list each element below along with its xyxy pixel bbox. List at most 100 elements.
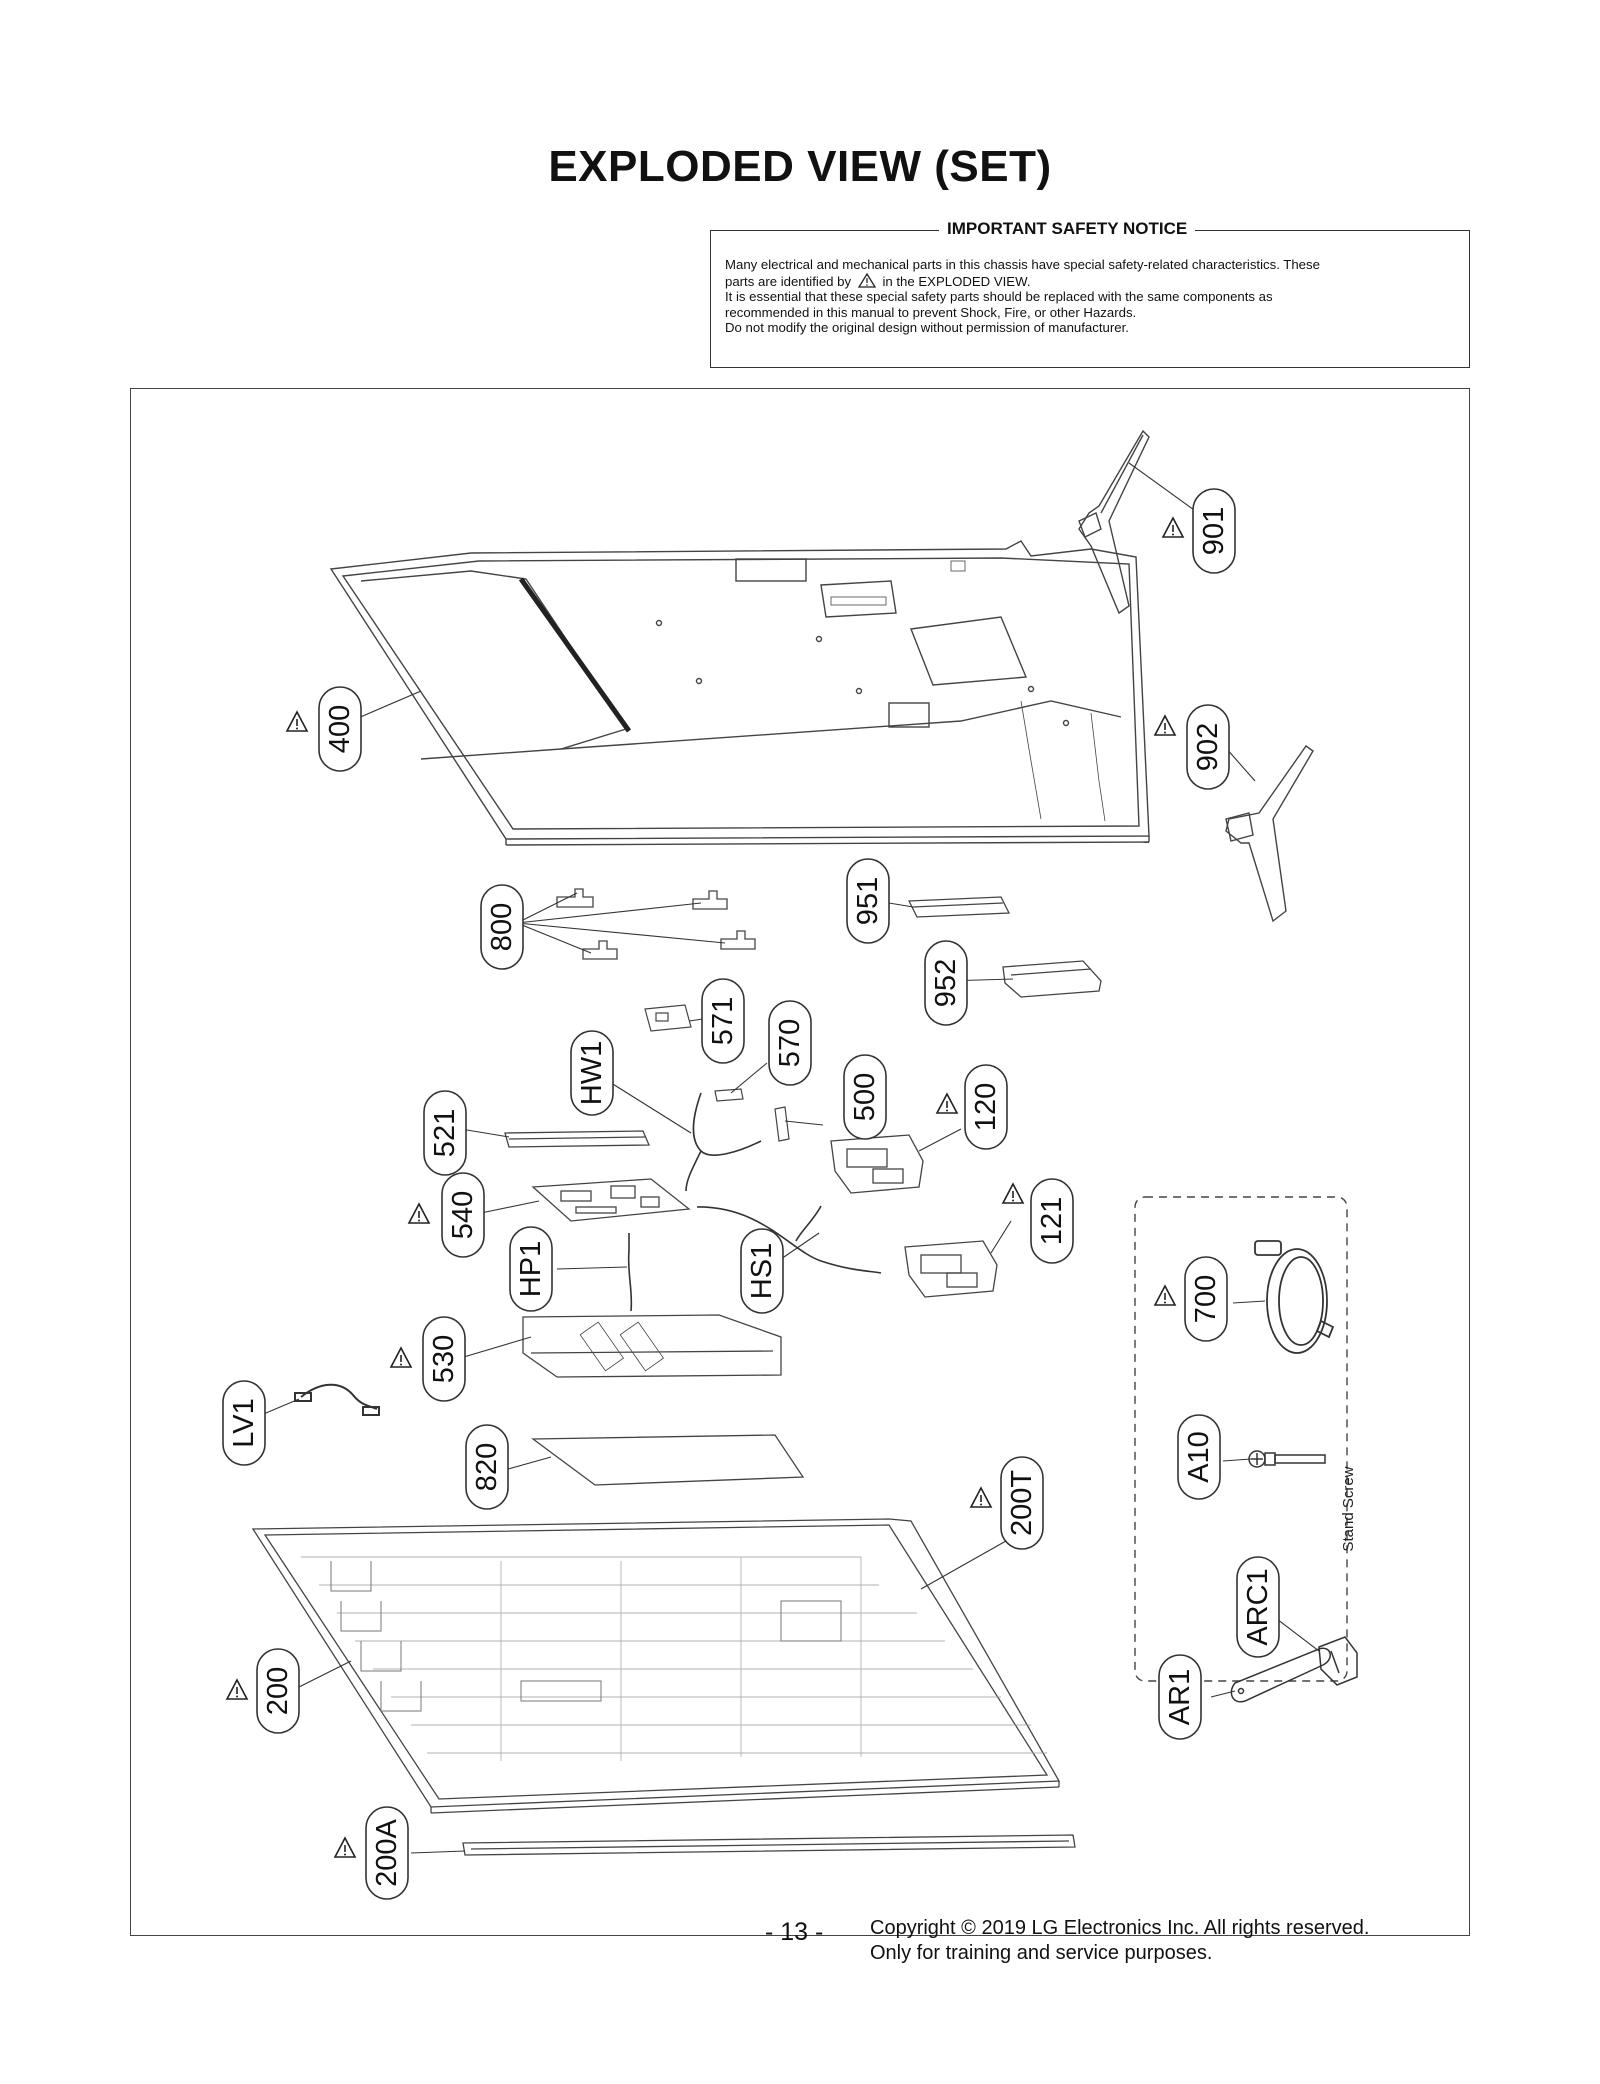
label-200A: 200A: [371, 1818, 403, 1886]
callout-951: [846, 858, 890, 944]
safety-notice-text: Many electrical and mechanical parts in …: [725, 257, 1455, 336]
callout-530: [422, 1316, 466, 1402]
label-A10: A10: [1183, 1431, 1215, 1483]
label-AR1: AR1: [1164, 1669, 1196, 1725]
part-570: [714, 1088, 744, 1102]
back-cover-400: [329, 540, 1150, 846]
label-540: 540: [447, 1191, 479, 1239]
label-500: 500: [849, 1073, 881, 1121]
label-901: 901: [1198, 507, 1230, 555]
label-HS1: HS1: [746, 1243, 778, 1299]
warning-triangle-icon: [1002, 1183, 1024, 1204]
safety-line-5: Do not modify the original design withou…: [725, 320, 1129, 336]
part-530: [522, 1314, 782, 1378]
safety-notice-box: IMPORTANT SAFETY NOTICE Many electrical …: [710, 219, 1470, 368]
callout-A10: [1177, 1414, 1221, 1500]
callout-800: [480, 884, 524, 970]
label-951: 951: [852, 877, 884, 925]
label-902: 902: [1192, 723, 1224, 771]
display-module-200: [251, 1518, 1061, 1814]
callout-200: [256, 1648, 300, 1734]
page-number: - 13 -: [765, 1918, 824, 1946]
warning-triangle-icon: [857, 272, 876, 288]
cables: [627, 1092, 882, 1312]
leader-lines: [246, 462, 1320, 1854]
label-120: 120: [970, 1083, 1002, 1131]
label-800: 800: [486, 903, 518, 951]
label-521: 521: [429, 1109, 461, 1157]
label-570: 570: [774, 1019, 806, 1067]
callout-521: [423, 1090, 467, 1176]
stand-leg-902: [1225, 745, 1314, 923]
safety-line-4: recommended in this manual to prevent Sh…: [725, 304, 1137, 320]
brackets-800: [556, 888, 756, 960]
callout-570: [768, 1000, 812, 1086]
label-200: 200: [262, 1667, 294, 1715]
callout-LV1: [222, 1380, 266, 1466]
stand-screw-A10: [1248, 1450, 1326, 1468]
warning-triangle-icon: [1162, 517, 1184, 538]
callout-121: [1030, 1178, 1074, 1264]
label-ARC1: ARC1: [1242, 1568, 1274, 1645]
stand-screw-label: Stand Screw: [1340, 1466, 1357, 1551]
callout-HW1: [570, 1030, 614, 1116]
power-board-120: [830, 1134, 924, 1194]
warning-triangle-icon: [970, 1487, 992, 1508]
safety-line-1: Many electrical and mechanical parts in …: [725, 257, 1320, 272]
part-571: [644, 1004, 692, 1032]
part-952: [1002, 960, 1102, 998]
warning-triangle-icon: [408, 1203, 430, 1224]
copyright-notice: Copyright © 2019 LG Electronics Inc. All…: [870, 1916, 1369, 1966]
label-571: 571: [707, 997, 739, 1045]
callout-120: [964, 1064, 1008, 1150]
callout-540: [441, 1172, 485, 1258]
bar-200A: [462, 1834, 1076, 1856]
label-820: 820: [471, 1443, 503, 1491]
cable-LV1: [294, 1383, 380, 1416]
warning-triangle-icon: [390, 1347, 412, 1368]
warning-triangle-icon: [1154, 715, 1176, 736]
callout-901: [1192, 488, 1236, 574]
callout-ARC1: [1236, 1556, 1280, 1658]
warning-triangle-icon: [334, 1837, 356, 1858]
part-951: [907, 896, 1011, 918]
label-530: 530: [428, 1335, 460, 1383]
power-cord-700: [1254, 1240, 1335, 1354]
callout-400: [318, 686, 362, 772]
warning-triangle-icon: [286, 711, 308, 732]
callout-820: [465, 1424, 509, 1510]
exploded-view-diagram: Stand Screw: [130, 388, 1470, 1936]
callout-902: [1186, 704, 1230, 790]
label-700: 700: [1190, 1275, 1222, 1323]
callout-952: [924, 940, 968, 1026]
label-200T: 200T: [1006, 1470, 1038, 1536]
label-952: 952: [930, 959, 962, 1007]
remote-AR1: [1230, 1647, 1331, 1703]
sheet-820: [531, 1434, 805, 1486]
copyright-line-1: Copyright © 2019 LG Electronics Inc. All…: [870, 1917, 1370, 1939]
safety-line-2-start: parts are identified by: [725, 273, 852, 289]
safety-line-3: It is essential that these special safet…: [725, 289, 1273, 305]
callout-200T: [1000, 1456, 1044, 1550]
safety-line-2: parts are identified by in the EXPLODED …: [725, 272, 1455, 290]
accessories-box: [1134, 1196, 1348, 1682]
callout-HS1: [740, 1228, 784, 1314]
callout-200A: [365, 1806, 409, 1900]
remote-cradle-ARC1: [1318, 1636, 1358, 1686]
callout-500: [843, 1054, 887, 1140]
label-HP1: HP1: [515, 1241, 547, 1297]
callout-HP1: [509, 1226, 553, 1312]
callout-AR1: [1158, 1654, 1202, 1740]
part-521: [504, 1130, 650, 1148]
safety-line-2-end: in the EXPLODED VIEW.: [882, 273, 1031, 289]
warning-triangle-icon: [226, 1679, 248, 1700]
main-board-540: [531, 1178, 691, 1222]
copyright-line-2: Only for training and service purposes.: [870, 1942, 1213, 1964]
exploded-view-svg: Stand Screw: [222, 429, 1358, 1900]
stand-leg-901: [1078, 429, 1150, 615]
label-LV1: LV1: [228, 1398, 260, 1447]
page-title: EXPLODED VIEW (SET): [548, 142, 1052, 191]
part-500: [774, 1106, 790, 1142]
callout-571: [701, 978, 745, 1064]
warning-triangle-icon: [936, 1093, 958, 1114]
